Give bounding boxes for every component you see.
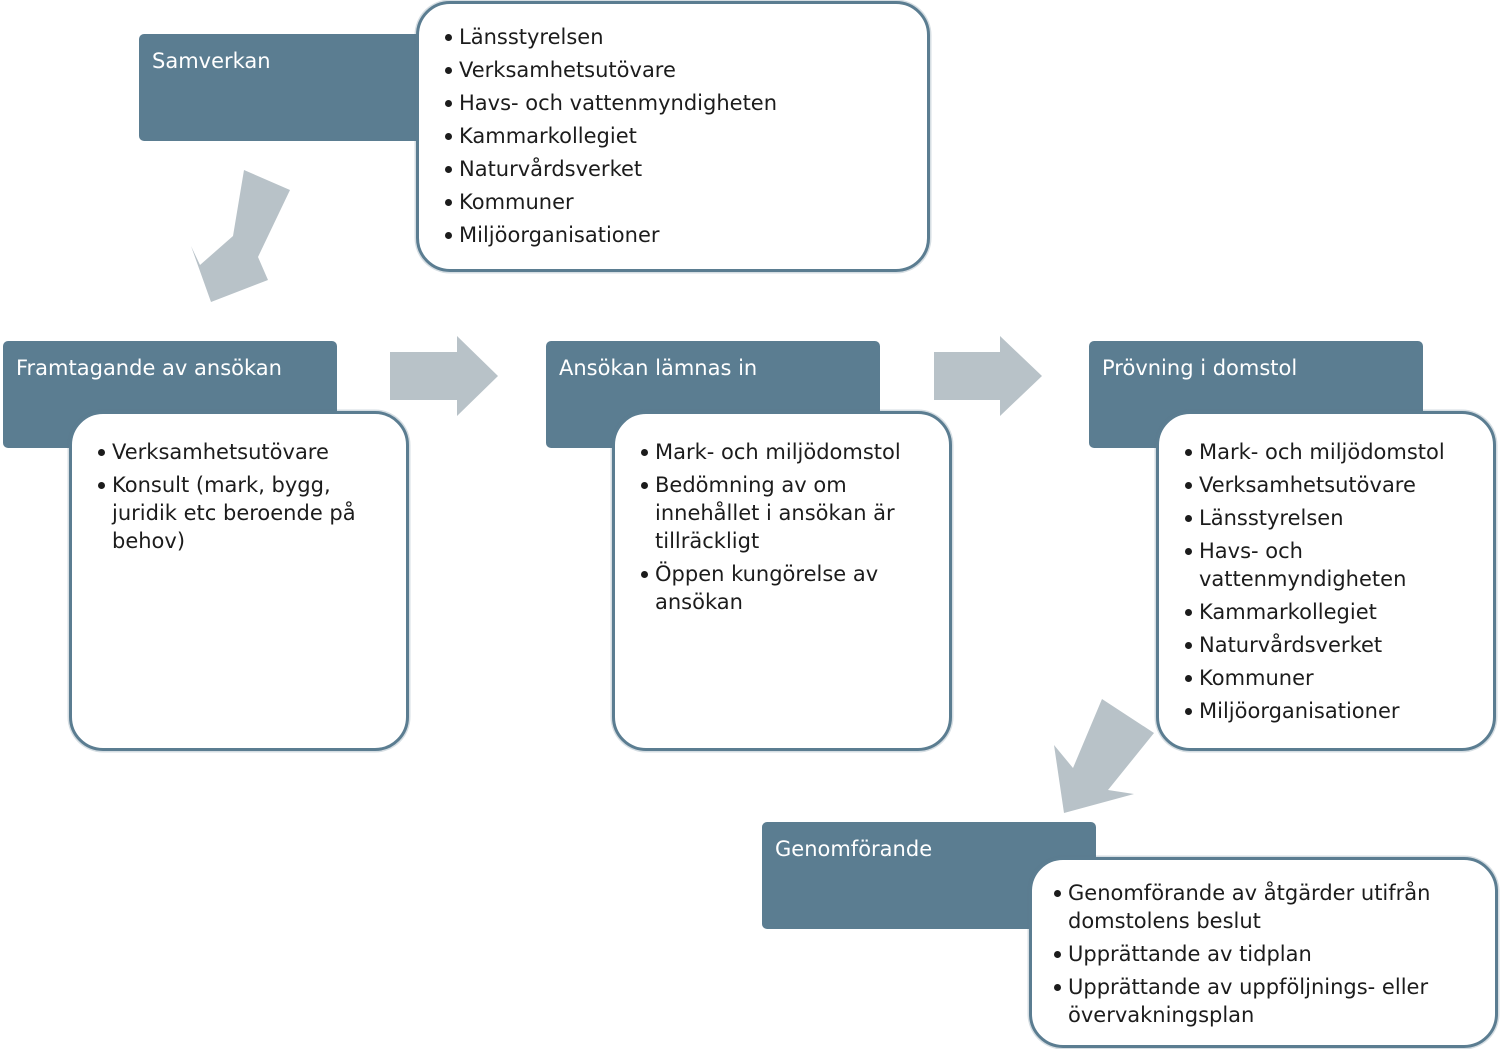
list-item: Naturvårdsverket bbox=[445, 155, 917, 183]
list-item: Kammarkollegiet bbox=[445, 122, 917, 150]
list-item: Bedömning av om innehållet i ansökan är … bbox=[641, 471, 937, 555]
list-item: Mark- och miljödomstol bbox=[641, 438, 937, 466]
list-item: Verksamhetsutövare bbox=[445, 56, 917, 84]
ansokan-title: Ansökan lämnas in bbox=[559, 356, 758, 380]
provning-title: Prövning i domstol bbox=[1102, 356, 1298, 380]
list-item: Kommuner bbox=[1185, 664, 1483, 692]
samverkan-card: Länsstyrelsen Verksamhetsutövare Havs- o… bbox=[416, 1, 930, 272]
framtagande-title: Framtagande av ansökan bbox=[16, 356, 282, 380]
arrow-provning-to-genomforande-icon bbox=[1054, 699, 1154, 813]
samverkan-list: Länsstyrelsen Verksamhetsutövare Havs- o… bbox=[445, 23, 917, 249]
list-item: Länsstyrelsen bbox=[1185, 504, 1483, 532]
list-item: Havs- och vattenmyndigheten bbox=[1185, 537, 1483, 593]
provning-card: Mark- och miljödomstol Verksamhetsutövar… bbox=[1156, 411, 1496, 751]
list-item: Kammarkollegiet bbox=[1185, 598, 1483, 626]
list-item: Kommuner bbox=[445, 188, 917, 216]
arrow-samverkan-to-framtagande-icon bbox=[191, 170, 290, 302]
list-item: Mark- och miljödomstol bbox=[1185, 438, 1483, 466]
framtagande-list: Verksamhetsutövare Konsult (mark, bygg, … bbox=[98, 438, 392, 555]
ansokan-list: Mark- och miljödomstol Bedömning av om i… bbox=[641, 438, 937, 616]
framtagande-card: Verksamhetsutövare Konsult (mark, bygg, … bbox=[69, 411, 409, 751]
arrow-framtagande-to-ansokan-icon bbox=[390, 336, 498, 416]
list-item: Havs- och vattenmyndigheten bbox=[445, 89, 917, 117]
list-item: Verksamhetsutövare bbox=[98, 438, 392, 466]
list-item: Konsult (mark, bygg, juridik etc beroend… bbox=[98, 471, 392, 555]
provning-list: Mark- och miljödomstol Verksamhetsutövar… bbox=[1185, 438, 1483, 725]
list-item: Genomförande av åtgärder utifrån domstol… bbox=[1054, 879, 1483, 935]
genomforande-title: Genomförande bbox=[775, 837, 933, 861]
list-item: Naturvårdsverket bbox=[1185, 631, 1483, 659]
list-item: Upprättande av tidplan bbox=[1054, 940, 1483, 968]
list-item: Upprättande av uppföljnings- eller överv… bbox=[1054, 973, 1483, 1029]
list-item: Länsstyrelsen bbox=[445, 23, 917, 51]
genomforande-card: Genomförande av åtgärder utifrån domstol… bbox=[1029, 857, 1498, 1048]
list-item: Miljöorganisationer bbox=[445, 221, 917, 249]
list-item: Miljöorganisationer bbox=[1185, 697, 1483, 725]
samverkan-title: Samverkan bbox=[152, 49, 271, 73]
ansokan-card: Mark- och miljödomstol Bedömning av om i… bbox=[612, 411, 952, 751]
list-item: Öppen kungörelse av ansökan bbox=[641, 560, 937, 616]
arrow-ansokan-to-provning-icon bbox=[934, 336, 1042, 416]
list-item: Verksamhetsutövare bbox=[1185, 471, 1483, 499]
genomforande-list: Genomförande av åtgärder utifrån domstol… bbox=[1054, 879, 1483, 1029]
